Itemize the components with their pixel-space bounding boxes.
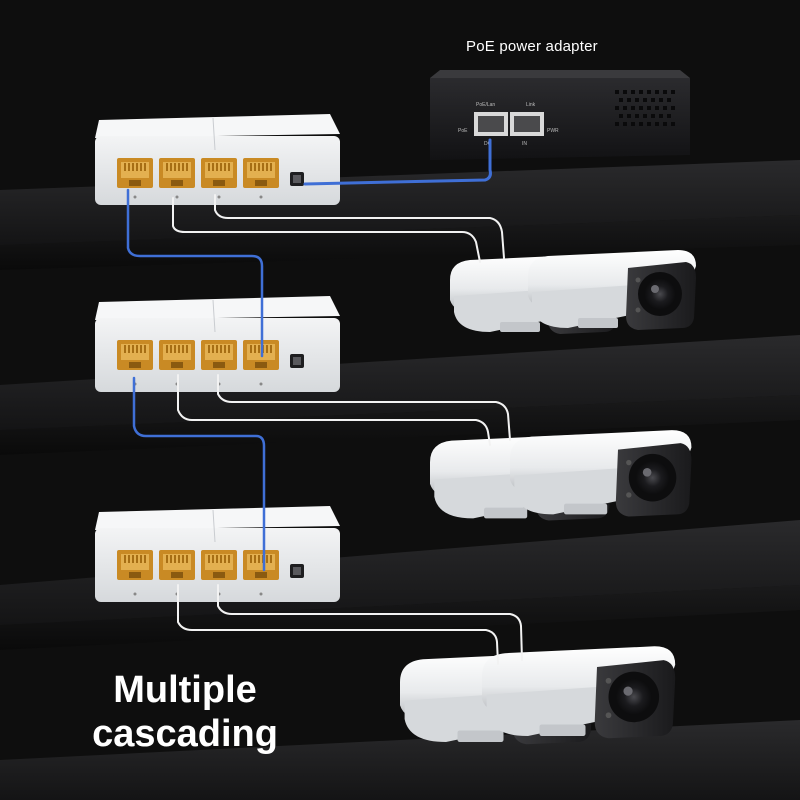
headline-line-2: cascading <box>92 713 278 755</box>
camera-cable-1a <box>172 197 481 263</box>
stair-steps <box>0 160 800 800</box>
power-jack <box>290 354 304 368</box>
adapter-label-link: Link <box>526 102 536 108</box>
adapter-title: PoE power adapter <box>466 38 598 55</box>
headline: Multiple cascading <box>70 668 300 756</box>
bullet-camera-icon <box>528 250 696 330</box>
rj45-port <box>159 340 195 370</box>
poe-switch-icon <box>95 114 340 205</box>
bullet-camera-icon <box>482 646 676 739</box>
rj45-port <box>117 158 153 188</box>
poe-adapter-icon: PoE/Lan Link PoE PWR DC IN <box>430 70 690 160</box>
rj45-port <box>201 550 237 580</box>
camera-cable-3a <box>177 584 499 665</box>
adapter-label-dc: DC <box>484 141 492 147</box>
rj45-port <box>243 550 279 580</box>
rj45-port <box>117 340 153 370</box>
camera-cable-2b <box>217 374 511 441</box>
cable-group <box>126 138 523 665</box>
rj45-port <box>201 158 237 188</box>
poe-switch-icon <box>95 506 340 602</box>
adapter-vent <box>615 90 675 126</box>
power-jack <box>290 172 304 186</box>
rj45-port <box>117 550 153 580</box>
camera-cable-1b <box>214 194 505 259</box>
rj45-port <box>159 158 195 188</box>
power-jack <box>290 564 304 578</box>
uplink-cable-2-to-3 <box>132 376 266 572</box>
adapter-label-poelan: PoE/Lan <box>476 102 495 108</box>
switch-group <box>95 114 340 602</box>
bullet-camera-icon <box>510 430 692 517</box>
poe-switch-icon <box>95 296 340 392</box>
adapter-label-in: IN <box>522 141 527 147</box>
headline-line-1: Multiple <box>113 669 257 711</box>
rj45-port <box>201 340 237 370</box>
rj45-port <box>159 550 195 580</box>
uplink-cable-adapter <box>303 138 492 186</box>
rj45-port <box>243 158 279 188</box>
adapter-label-poe: PoE <box>458 128 468 134</box>
uplink-cable-1-to-2 <box>126 188 264 358</box>
camera-cable-3b <box>217 584 523 661</box>
adapter-label-pwr: PWR <box>547 128 559 134</box>
camera-group <box>400 250 696 745</box>
camera-cable-2a <box>177 374 491 446</box>
